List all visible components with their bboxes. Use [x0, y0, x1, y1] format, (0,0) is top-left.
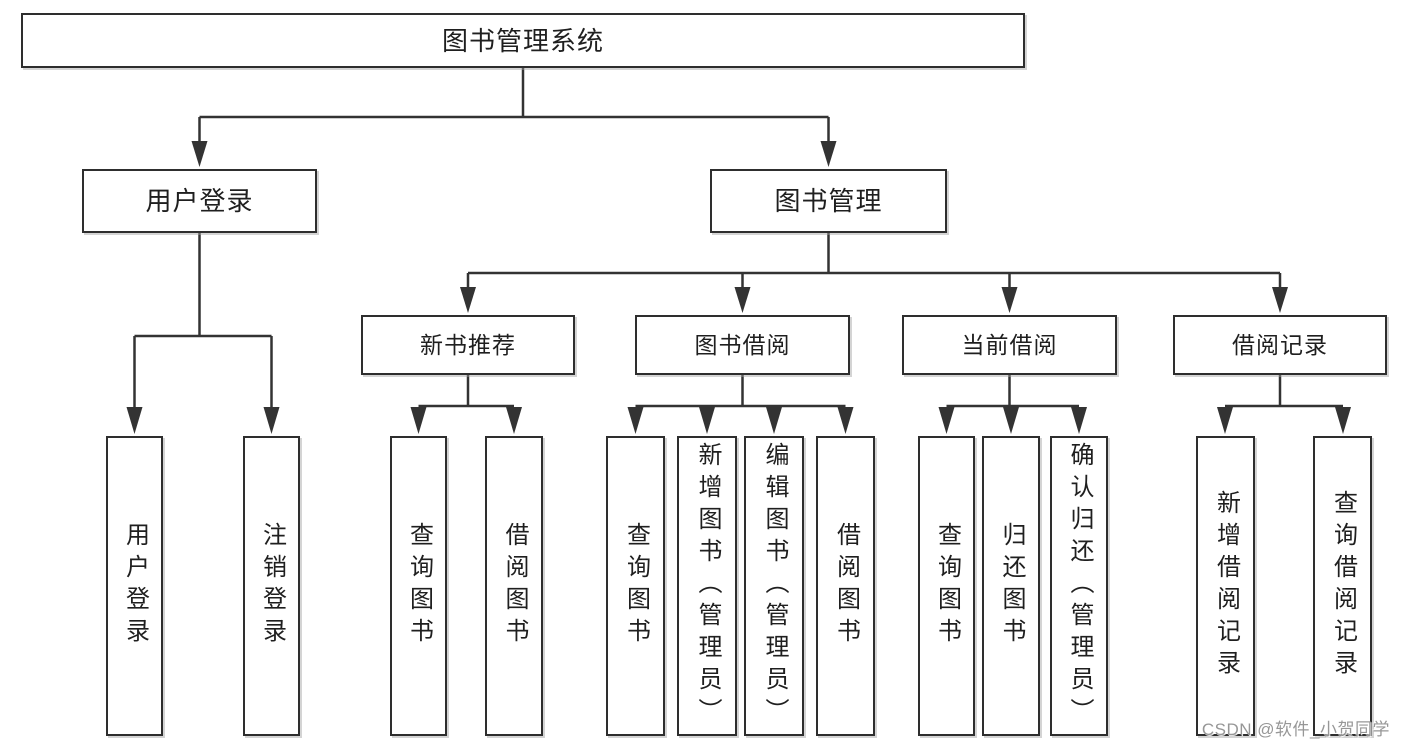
connector-borrow-record [1225, 375, 1343, 408]
leaf-edit-books-admin-label: 编辑图书（管理员） [761, 442, 788, 730]
node-book-management: 图书管理 [710, 169, 947, 233]
node-book-borrow-label: 图书借阅 [694, 331, 791, 358]
leaf-logout-label: 注销登录 [258, 522, 286, 650]
node-current-borrow-label: 当前借阅 [961, 331, 1058, 358]
node-user-login: 用户登录 [82, 169, 317, 233]
leaf-borrow-books-recommend-label: 借阅图书 [501, 522, 528, 650]
leaf-add-books-admin: 新增图书（管理员） [677, 436, 737, 736]
leaf-borrow-books: 借阅图书 [816, 436, 875, 736]
leaf-add-books-admin-label: 新增图书（管理员） [694, 442, 721, 730]
leaf-query-borrow-record: 查询借阅记录 [1313, 436, 1372, 736]
node-root-system: 图书管理系统 [21, 13, 1025, 68]
leaf-query-books-borrow-label: 查询图书 [622, 522, 650, 650]
node-user-login-label: 用户登录 [145, 186, 254, 216]
leaf-return-books-label: 归还图书 [998, 522, 1025, 650]
node-borrow-records-label: 借阅记录 [1232, 331, 1328, 358]
leaf-confirm-return-admin-label: 确认归还（管理员） [1066, 442, 1093, 730]
connector-user-login [133, 233, 273, 408]
leaf-logout: 注销登录 [243, 436, 300, 736]
leaf-query-books-current-label: 查询图书 [933, 522, 961, 650]
connector-book-borrow [635, 375, 846, 408]
node-book-borrow: 图书借阅 [635, 315, 850, 375]
leaf-query-books-recommend-label: 查询图书 [405, 522, 433, 650]
node-book-management-label: 图书管理 [774, 186, 883, 216]
leaf-edit-books-admin: 编辑图书（管理员） [744, 436, 804, 736]
leaf-query-borrow-record-label: 查询借阅记录 [1329, 490, 1357, 682]
leaf-query-books-borrow: 查询图书 [606, 436, 665, 736]
leaf-borrow-books-recommend: 借阅图书 [485, 436, 543, 736]
connector-new-book-rec [418, 375, 514, 408]
node-root-label: 图书管理系统 [441, 25, 604, 56]
node-new-book-recommend: 新书推荐 [361, 315, 575, 375]
connector-root [198, 68, 830, 142]
leaf-borrow-books-label: 借阅图书 [832, 522, 860, 650]
leaf-return-books: 归还图书 [982, 436, 1040, 736]
leaf-query-books-recommend: 查询图书 [390, 436, 447, 736]
leaf-add-borrow-record: 新增借阅记录 [1196, 436, 1255, 736]
leaf-confirm-return-admin: 确认归还（管理员） [1050, 436, 1108, 736]
leaf-add-borrow-record-label: 新增借阅记录 [1212, 490, 1240, 682]
connector-book-mgmt [466, 233, 1282, 288]
leaf-user-login: 用户登录 [106, 436, 163, 736]
connector-current-borrow [946, 375, 1079, 408]
node-borrow-records: 借阅记录 [1173, 315, 1387, 375]
node-new-book-recommend-label: 新书推荐 [420, 331, 516, 358]
leaf-query-books-current: 查询图书 [918, 436, 975, 736]
leaf-user-login-label: 用户登录 [121, 522, 149, 650]
csdn-watermark: CSDN @软件_小贺同学 [1201, 720, 1390, 739]
node-current-borrow: 当前借阅 [902, 315, 1117, 375]
